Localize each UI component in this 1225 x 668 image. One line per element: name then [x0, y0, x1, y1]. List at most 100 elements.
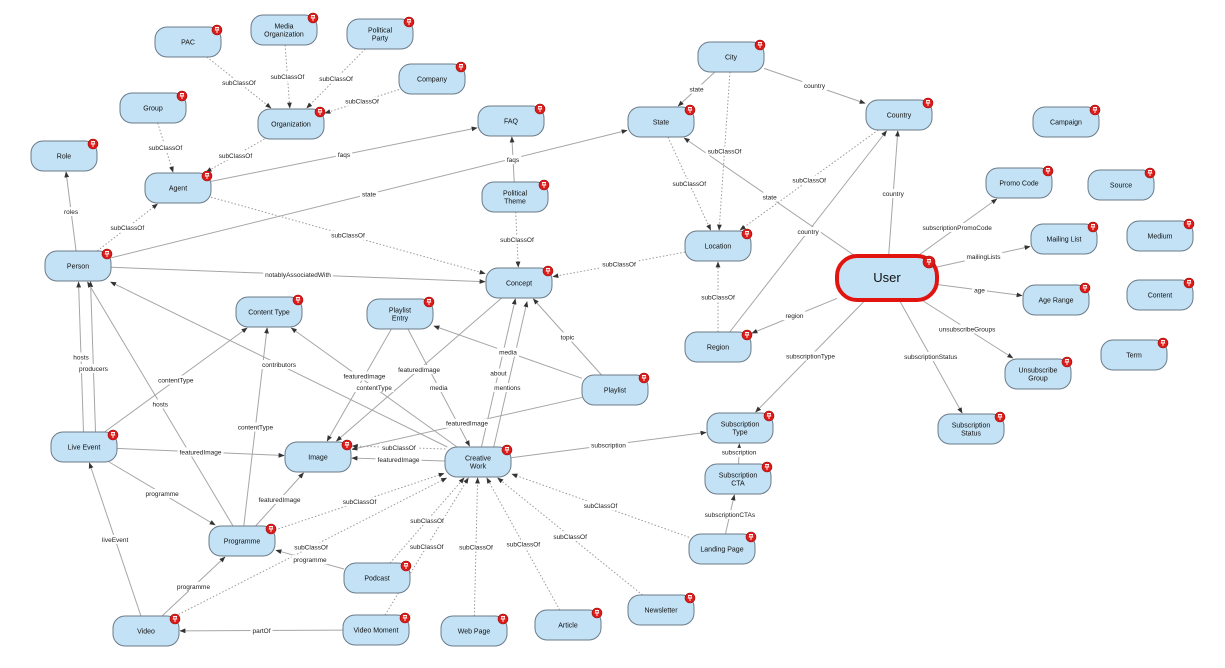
node-box[interactable] — [485, 267, 553, 299]
pushpin-icon[interactable] — [1042, 165, 1054, 177]
pushpin-icon[interactable] — [763, 410, 775, 422]
node-box[interactable] — [1032, 106, 1100, 138]
pushpin-icon[interactable] — [101, 248, 113, 260]
node-box[interactable] — [684, 230, 752, 262]
node-person[interactable]: Person — [44, 248, 113, 282]
node-video[interactable]: Video — [112, 613, 181, 647]
node-box[interactable] — [835, 254, 939, 302]
pushpin-icon[interactable] — [1157, 337, 1169, 349]
node-box[interactable] — [697, 41, 765, 73]
pushpin-icon[interactable] — [741, 329, 753, 341]
pushpin-icon[interactable] — [501, 444, 513, 456]
node-box[interactable] — [627, 106, 695, 138]
pushpin-icon[interactable] — [341, 439, 353, 451]
pushpin-icon[interactable] — [1061, 356, 1073, 368]
node-content[interactable]: Content — [1126, 277, 1195, 311]
node-box[interactable] — [937, 413, 1005, 445]
node-videomoment[interactable]: Video Moment — [342, 612, 411, 646]
node-image[interactable]: Image — [284, 439, 353, 473]
pushpin-icon[interactable] — [169, 613, 181, 625]
pushpin-icon[interactable] — [403, 16, 415, 28]
node-box[interactable] — [119, 92, 187, 124]
node-box[interactable] — [1126, 220, 1194, 252]
node-contenttype[interactable]: Content Type — [235, 294, 304, 328]
pushpin-icon[interactable] — [399, 612, 411, 624]
pushpin-icon[interactable] — [994, 411, 1006, 423]
pushpin-icon[interactable] — [307, 12, 319, 24]
node-box[interactable] — [112, 615, 180, 647]
node-location[interactable]: Location — [684, 228, 753, 262]
edge-state-location[interactable] — [667, 136, 712, 231]
node-box[interactable] — [1087, 169, 1155, 201]
pushpin-icon[interactable] — [400, 560, 412, 572]
pushpin-icon[interactable] — [591, 607, 603, 619]
node-box[interactable] — [346, 18, 414, 50]
pushpin-icon[interactable] — [761, 461, 773, 473]
node-box[interactable] — [581, 374, 649, 406]
node-box[interactable] — [30, 140, 98, 172]
node-organization[interactable]: Organization — [257, 106, 326, 140]
node-box[interactable] — [50, 431, 118, 463]
node-box[interactable] — [688, 533, 756, 565]
pushpin-icon[interactable] — [1087, 221, 1099, 233]
node-city[interactable]: City — [697, 39, 766, 73]
pushpin-icon[interactable] — [684, 592, 696, 604]
pushpin-icon[interactable] — [292, 294, 304, 306]
node-medium[interactable]: Medium — [1126, 218, 1195, 252]
pushpin-icon[interactable] — [423, 296, 435, 308]
pushpin-icon[interactable] — [741, 228, 753, 240]
node-box[interactable] — [440, 615, 508, 647]
node-company[interactable]: Company — [398, 61, 467, 95]
node-box[interactable] — [444, 446, 512, 478]
node-box[interactable] — [154, 26, 222, 58]
pushpin-icon[interactable] — [922, 97, 934, 109]
edge-liveevent-person[interactable] — [88, 281, 96, 432]
node-landingpage[interactable]: Landing Page — [688, 531, 757, 565]
node-box[interactable] — [44, 250, 112, 282]
node-term[interactable]: Term — [1100, 337, 1169, 371]
pushpin-icon[interactable] — [1144, 167, 1156, 179]
node-box[interactable] — [684, 331, 752, 363]
pushpin-icon[interactable] — [455, 61, 467, 73]
node-podcast[interactable]: Podcast — [343, 560, 412, 594]
edge-article-creativework[interactable] — [486, 477, 561, 611]
pushpin-icon[interactable] — [538, 179, 550, 191]
node-box[interactable] — [627, 594, 695, 626]
node-box[interactable] — [1100, 339, 1168, 371]
node-user[interactable]: User — [835, 254, 939, 302]
edge-organization-agent[interactable] — [205, 138, 265, 173]
node-box[interactable] — [366, 298, 434, 330]
pushpin-icon[interactable] — [211, 24, 223, 36]
node-article[interactable]: Article — [534, 607, 603, 641]
node-box[interactable] — [1030, 223, 1098, 255]
pushpin-icon[interactable] — [1079, 282, 1091, 294]
node-box[interactable] — [250, 14, 318, 46]
node-box[interactable] — [398, 63, 466, 95]
node-programme[interactable]: Programme — [208, 523, 277, 557]
node-pac[interactable]: PAC — [154, 24, 223, 58]
node-mailinglist[interactable]: Mailing List — [1030, 221, 1099, 255]
node-box[interactable] — [865, 99, 933, 131]
pushpin-icon[interactable] — [638, 372, 650, 384]
node-region[interactable]: Region — [684, 329, 753, 363]
node-box[interactable] — [704, 463, 772, 495]
pushpin-icon[interactable] — [745, 531, 757, 543]
pushpin-icon[interactable] — [87, 138, 99, 150]
node-campaign[interactable]: Campaign — [1032, 104, 1101, 138]
pushpin-icon[interactable] — [1089, 104, 1101, 116]
pushpin-icon[interactable] — [754, 39, 766, 51]
edge-newsletter-creativework[interactable] — [497, 477, 643, 596]
node-box[interactable] — [257, 108, 325, 140]
node-faq[interactable]: FAQ — [477, 103, 546, 137]
node-webpage[interactable]: Web Page — [440, 613, 509, 647]
node-box[interactable] — [706, 412, 774, 444]
node-box[interactable] — [1126, 279, 1194, 311]
